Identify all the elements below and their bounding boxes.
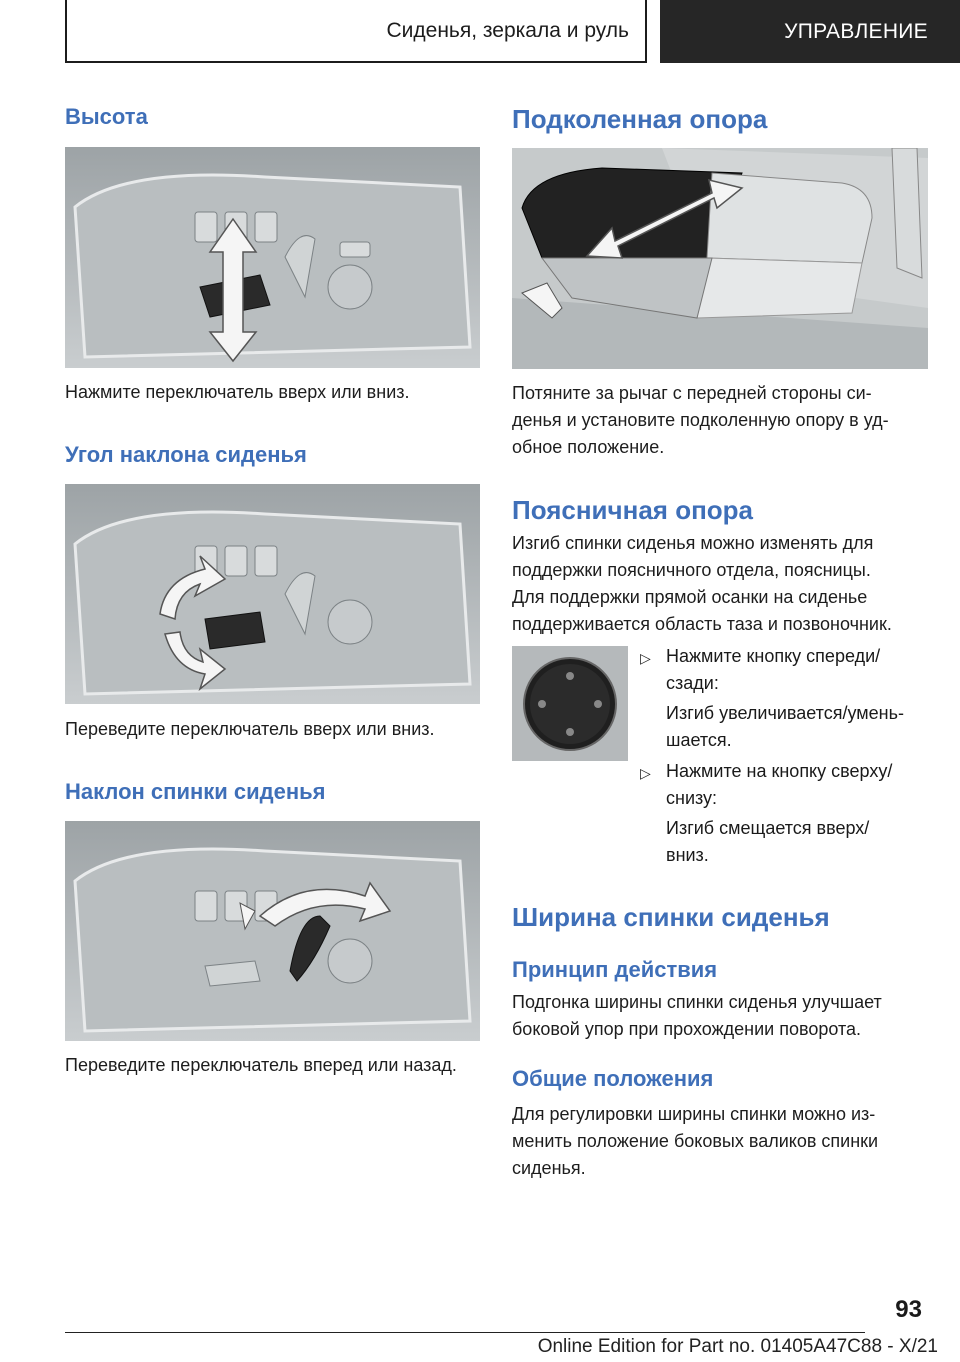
caption-height: Нажмите переключатель вверх или вниз. xyxy=(65,382,410,402)
seat-angle-switch-image xyxy=(65,484,480,704)
bullet-2-line-1: Нажмите на кнопку сверху/ xyxy=(666,761,893,781)
heading-backrest-angle: Наклон спинки сиденья xyxy=(65,779,326,804)
footer-divider xyxy=(65,1332,865,1333)
bullet-1-result: Изгиб увеличивается/умень- шается. xyxy=(666,700,904,754)
lumbar-text-line-4: поддерживается область таза и позвоночни… xyxy=(512,614,892,634)
bullet-2-result-2: вниз. xyxy=(666,845,709,865)
thigh-support-text: Потяните за рычаг с передней стороны си-… xyxy=(512,380,889,461)
caption-backrest-angle: Переведите переключатель вперед или наза… xyxy=(65,1055,457,1075)
lumbar-text-line-2: поддержки поясничного отдела, поясницы. xyxy=(512,560,871,580)
thigh-text-line-3: обное положение. xyxy=(512,437,665,457)
lumbar-text-line-3: Для поддержки прямой осанки на сиденье xyxy=(512,587,868,607)
bullet-1-result-2: шается. xyxy=(666,730,732,750)
heading-principle: Принцип действия xyxy=(512,957,718,982)
edition-note: Online Edition for Part no. 01405A47C88 … xyxy=(537,1336,938,1357)
general-line-1: Для регулировки ширины спинки можно из- xyxy=(512,1104,876,1124)
header-section-title: Сиденья, зеркала и руль xyxy=(386,18,630,42)
lumbar-button-image xyxy=(512,646,628,761)
principle-text: Подгонка ширины спинки сиденья улучшает … xyxy=(512,989,882,1043)
bullet-1-line-1: Нажмите кнопку спереди/ xyxy=(666,646,881,666)
header-chapter-title: УПРАВЛЕНИЕ xyxy=(784,19,928,43)
bullet-2-action: Нажмите на кнопку сверху/ снизу: xyxy=(666,758,892,812)
backrest-angle-switch-image xyxy=(65,821,480,1041)
thigh-text-line-2: денья и установите подколенную опору в у… xyxy=(512,410,889,430)
bullet-1-action: Нажмите кнопку спереди/ сзади: xyxy=(666,643,880,697)
seat-height-switch-image xyxy=(65,147,480,368)
heading-backrest-width: Ширина спинки сиденья xyxy=(512,902,830,932)
bullet-marker-2: ▷ xyxy=(640,765,651,781)
page-number: 93 xyxy=(895,1296,922,1323)
heading-lumbar: Поясничная опора xyxy=(512,495,754,525)
bullet-2-result-1: Изгиб смещается вверх/ xyxy=(666,818,870,838)
thigh-support-image xyxy=(512,148,928,369)
bullet-1-line-2: сзади: xyxy=(666,673,719,693)
lumbar-text: Изгиб спинки сиденья можно изменять для … xyxy=(512,530,892,638)
bullet-marker-1: ▷ xyxy=(640,650,651,666)
bullet-2-line-2: снизу: xyxy=(666,788,718,808)
header-chapter-box: УПРАВЛЕНИЕ xyxy=(660,0,960,63)
heading-general: Общие положения xyxy=(512,1066,714,1091)
header-section-box: Сиденья, зеркала и руль xyxy=(65,0,647,63)
heading-thigh-support: Подколенная опора xyxy=(512,104,768,134)
principle-line-2: боковой упор при прохождении поворота. xyxy=(512,1019,862,1039)
bullet-1-result-1: Изгиб увеличивается/умень- xyxy=(666,703,904,723)
lumbar-text-line-1: Изгиб спинки сиденья можно изменять для xyxy=(512,533,874,553)
general-line-2: менить положение боковых валиков спинки xyxy=(512,1131,879,1151)
bullet-2-result: Изгиб смещается вверх/ вниз. xyxy=(666,815,869,869)
general-text: Для регулировки ширины спинки можно из- … xyxy=(512,1101,878,1182)
general-line-3: сиденья. xyxy=(512,1158,586,1178)
principle-line-1: Подгонка ширины спинки сиденья улучшает xyxy=(512,992,882,1012)
thigh-text-line-1: Потяните за рычаг с передней стороны си- xyxy=(512,383,872,403)
heading-seat-angle: Угол наклона сиденья xyxy=(65,442,307,467)
caption-seat-angle: Переведите переключатель вверх или вниз. xyxy=(65,719,435,739)
heading-height: Высота xyxy=(65,104,148,129)
